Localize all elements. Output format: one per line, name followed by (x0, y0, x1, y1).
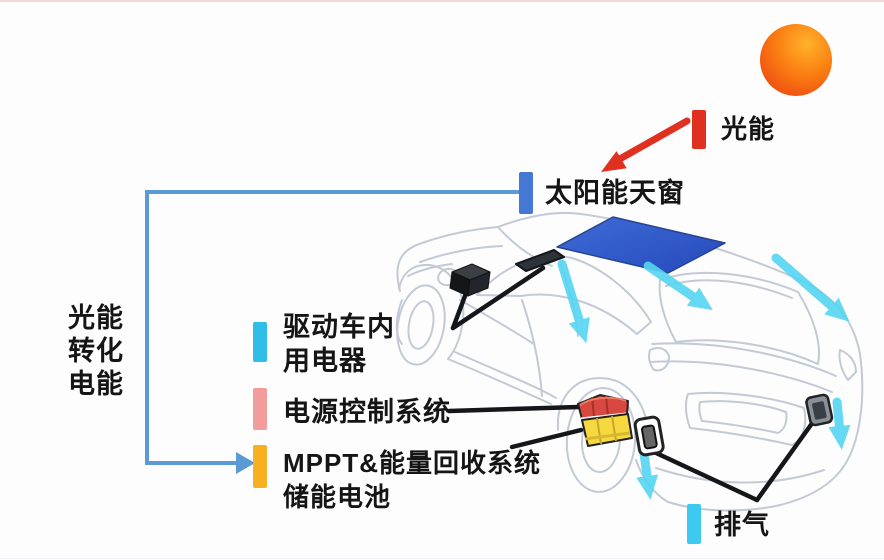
connector-lines (446, 265, 816, 503)
rear-vent-icon (805, 393, 834, 427)
solar-panel-icon (556, 216, 726, 274)
sun-icon (760, 24, 832, 96)
airflow-arrows (557, 253, 851, 500)
conversion-line-1: 光能 (68, 303, 124, 333)
battery-icon (577, 394, 633, 447)
slide-bottom-border (0, 558, 884, 559)
cowl-vent-icon (515, 249, 565, 272)
slide-top-border (0, 0, 884, 2)
airflow-arrow-icon (771, 253, 850, 322)
solar-sunroof-bar (519, 172, 533, 214)
light-energy-bar (692, 110, 706, 149)
drive-appliances-line-2: 用电器 (283, 346, 367, 376)
mppt-bar (253, 445, 267, 488)
bracket-arrowhead-icon (236, 452, 255, 474)
energy-conversion-bracket (145, 190, 519, 474)
light-energy-label: 光能 (721, 114, 776, 144)
side-vent-icon (633, 415, 665, 457)
mppt-line-1: MPPT&能量回收系统 (283, 448, 542, 478)
drive-appliances-line-1: 驱动车内 (283, 312, 395, 342)
exhaust-label: 排气 (714, 510, 770, 540)
power-control-label: 电源控制系统 (283, 397, 451, 427)
car-outline (395, 211, 864, 512)
airflow-arrow-icon (636, 449, 659, 500)
mppt-label: MPPT&能量回收系统 储能电池 (283, 446, 541, 514)
conversion-line-2: 转化 (68, 336, 124, 366)
airflow-arrow-icon (828, 397, 851, 450)
power-control-bar (253, 388, 267, 430)
dash-vent-icon (449, 263, 491, 297)
conversion-line-3: 电能 (68, 369, 124, 399)
airflow-arrow-icon (557, 259, 590, 344)
solar-sunroof-label: 太阳能天窗 (545, 178, 685, 208)
mppt-line-2: 储能电池 (283, 482, 392, 512)
exhaust-bar (687, 504, 701, 544)
drive-appliances-bar (253, 322, 267, 362)
drive-appliances-label: 驱动车内 用电器 (283, 310, 395, 378)
airflow-arrow-icon (643, 261, 713, 311)
light-ray-arrow-icon (601, 117, 691, 172)
light-to-electric-label: 光能 转化 电能 (60, 302, 132, 401)
